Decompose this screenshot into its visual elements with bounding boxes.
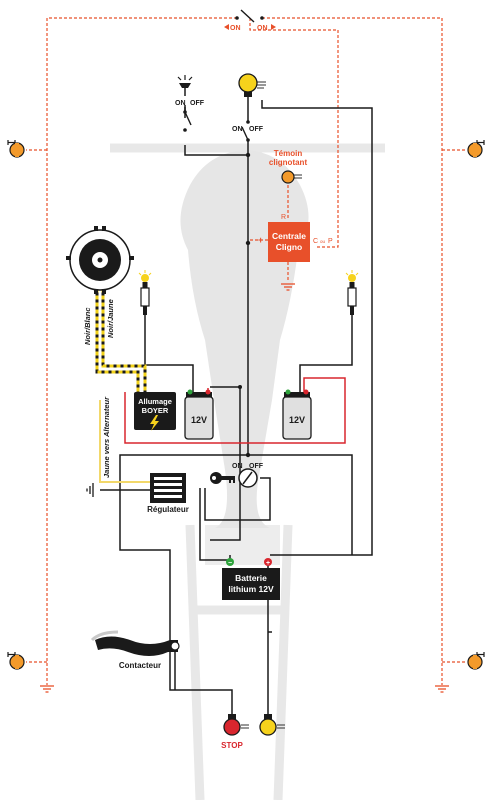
headlight-on: ON [175, 100, 186, 107]
coil-left: 12V [184, 389, 214, 440]
pilot-label: Témoin [274, 149, 303, 158]
spark-plug-icon [345, 270, 359, 315]
pin-c: C [313, 238, 318, 245]
wire-label-yellow-alternator: Jaune vers Alternateur [102, 396, 111, 478]
regulator-label: Régulateur [147, 505, 189, 514]
battery-minus: − [228, 560, 232, 567]
indicator-right-on: ON [257, 25, 268, 32]
battery-plus: + [266, 560, 270, 567]
pin-plus: + [258, 235, 263, 245]
spark-plug-icon [138, 270, 152, 315]
stop-lamp-icon: STOP [221, 714, 249, 750]
headlight-switch[interactable]: ON OFF [175, 100, 205, 132]
stop-label: STOP [221, 741, 243, 750]
headlamp-bulb-icon [238, 73, 266, 97]
main-on: ON [232, 126, 243, 133]
key-icon [210, 472, 235, 484]
ignition-unit-brand: BOYER [142, 406, 169, 415]
central-unit-label: Centrale [272, 231, 306, 241]
indicator-switch[interactable]: ON ON [224, 9, 276, 32]
battery-label: Batterie [235, 573, 267, 583]
wire-label-black-white: Noir/Blanc [83, 307, 92, 345]
wire-label-black-yellow: Noir/Jaune [106, 299, 115, 338]
ground-icon [86, 483, 94, 497]
coil-right: 12V [282, 389, 312, 440]
headlight-off: OFF [190, 100, 205, 107]
main-off: OFF [249, 126, 264, 133]
central-unit-label-2: Cligno [276, 242, 302, 252]
indicator-lamp-icon [467, 651, 485, 670]
brake-switch-label: Contacteur [119, 661, 161, 670]
pin-r: R [281, 214, 286, 221]
ignition-switch[interactable]: ON OFF [232, 463, 264, 488]
ignition-on: ON [232, 463, 243, 470]
indicator-lamp-icon [467, 139, 485, 158]
ground-icon [40, 685, 54, 693]
lightning-bolt-icon [150, 415, 159, 431]
battery-type: lithium 12V [228, 584, 274, 594]
pin-p: P [328, 238, 333, 245]
headlamp-icon [177, 75, 193, 96]
regulator: Régulateur [147, 473, 189, 514]
pilot-label-2: clignotant [269, 158, 308, 167]
rear-lamp-icon [259, 714, 285, 736]
alternator-wire [99, 400, 150, 483]
indicator-relay: Témoin clignotant Centrale Cligno R + C … [258, 149, 333, 262]
ignition-unit: Allumage BOYER [134, 392, 176, 431]
indicator-lamp-icon [7, 139, 25, 158]
coil-right-label: 12V [289, 415, 305, 425]
coil-left-label: 12V [191, 415, 207, 425]
ignition-off: OFF [249, 463, 264, 470]
ignition-pickup-wires [95, 285, 147, 392]
ground-icon [435, 685, 449, 693]
pin-ou: ou [320, 239, 326, 244]
battery: − + Batterie lithium 12V [222, 558, 280, 600]
indicator-lamp-icon [7, 651, 25, 670]
junctions [238, 152, 251, 458]
indicator-left-on: ON [230, 25, 241, 32]
pilot-lamp-icon [281, 170, 295, 184]
central-unit-box [268, 222, 310, 262]
main-switch[interactable]: ON OFF [232, 120, 264, 150]
brake-switch: Contacteur [90, 630, 180, 670]
indicator-wiring [26, 17, 466, 685]
ignition-unit-label: Allumage [138, 397, 172, 406]
ignition-pickup-connector [66, 226, 134, 294]
